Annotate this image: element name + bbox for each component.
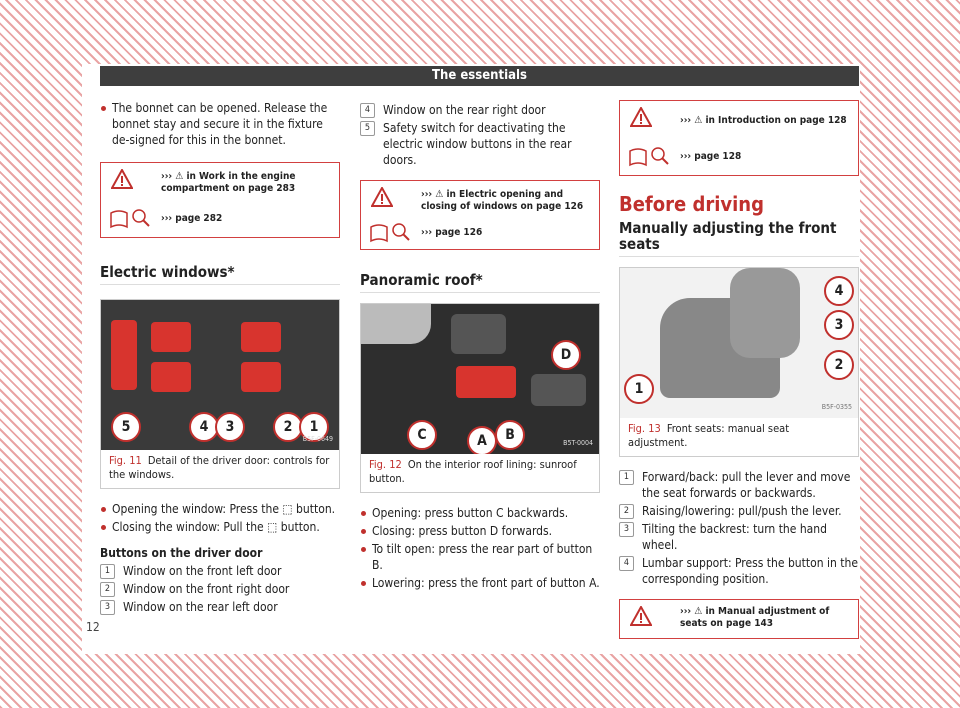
callout-4: 4 [824, 276, 854, 306]
window-button-rear-left [151, 362, 191, 392]
page-ref[interactable]: ››› page 128 [680, 151, 742, 162]
warning-ref[interactable]: ››› ⚠ in Electric opening and closing of… [421, 189, 584, 212]
figure-code: B5F-0355 [821, 403, 852, 411]
column-3: ››› ⚠ in Introduction on page 128 ››› pa… [619, 100, 859, 639]
callout-1: 1 [299, 412, 329, 442]
light-button [451, 314, 506, 354]
page-ref[interactable]: ››› page 282 [161, 213, 223, 224]
bullet-opening: Opening: press button C backwards. [360, 505, 600, 521]
heading-panoramic-roof: Panoramic roof* [360, 272, 600, 293]
callout-3: 3 [824, 310, 854, 340]
window-button-rear-right [241, 362, 281, 392]
bullet-tilt: To tilt open: press the rear part of but… [360, 541, 600, 573]
warning-icon [111, 169, 133, 189]
page-ref[interactable]: ››› page 126 [421, 227, 483, 238]
bullet-lowering: Lowering: press the front part of button… [360, 575, 600, 591]
warning-icon [630, 107, 652, 127]
callout-3: 3 [215, 412, 245, 442]
warning-box: ››› ⚠ in Introduction on page 128 ››› pa… [619, 100, 859, 176]
page-number: 12 [86, 620, 100, 634]
callout-2: 2 [824, 350, 854, 380]
warning-icon [371, 187, 393, 207]
bullet-opening: Opening the window: Press the ⬚ button. [100, 501, 340, 517]
seat-image: 4 3 2 1 B5F-0355 [620, 268, 858, 418]
window-controls-image: 5 4 3 2 1 B5F-0649 [101, 300, 339, 450]
roof-lining [361, 304, 431, 344]
sunroof-button [456, 366, 516, 398]
warning-box: ››› ⚠ in Electric opening and closing of… [360, 180, 600, 250]
callout-a: A [467, 426, 497, 454]
callout-d: D [551, 340, 581, 370]
callout-c: C [407, 420, 437, 450]
sunblind-button [531, 374, 586, 406]
heading-electric-windows: Electric windows* [100, 264, 340, 285]
figure-code: B5F-0649 [302, 435, 333, 443]
safety-switch-button [111, 320, 137, 390]
warning-box: ››› ⚠ in Manual adjustment of seats on p… [619, 599, 859, 639]
warning-ref[interactable]: ››› ⚠ in Introduction on page 128 [680, 115, 847, 126]
column-1: The bonnet can be opened. Release the bo… [100, 100, 340, 617]
book-icon [629, 147, 669, 167]
heading-before-driving: Before driving [619, 192, 764, 216]
backrest-shape [730, 268, 800, 358]
callout-5: 5 [111, 412, 141, 442]
window-button-front-left [151, 322, 191, 352]
callout-1: 1 [624, 374, 654, 404]
warning-box: ››› ⚠ in Work in the engine compartment … [100, 162, 340, 238]
window-button-front-right [241, 322, 281, 352]
warning-ref[interactable]: ››› ⚠ in Manual adjustment of seats on p… [680, 606, 830, 629]
book-icon [370, 223, 410, 243]
heading-front-seats: Manually adjusting the front seats [619, 220, 859, 257]
figure-code: B5T-0004 [563, 439, 593, 447]
roof-button-image: D C A B B5T-0004 [361, 304, 599, 454]
warning-icon [630, 606, 652, 626]
section-header: The essentials [100, 66, 859, 86]
intro-bullet: The bonnet can be opened. Release the bo… [100, 100, 340, 148]
bullet-closing: Closing the window: Pull the ⬚ button. [100, 519, 340, 535]
warning-ref[interactable]: ››› ⚠ in Work in the engine compartment … [161, 171, 296, 194]
subheading-driver-door: Buttons on the driver door [100, 546, 263, 560]
book-icon [110, 209, 150, 229]
bullet-closing: Closing: press button D forwards. [360, 523, 600, 539]
callout-b: B [495, 420, 525, 450]
